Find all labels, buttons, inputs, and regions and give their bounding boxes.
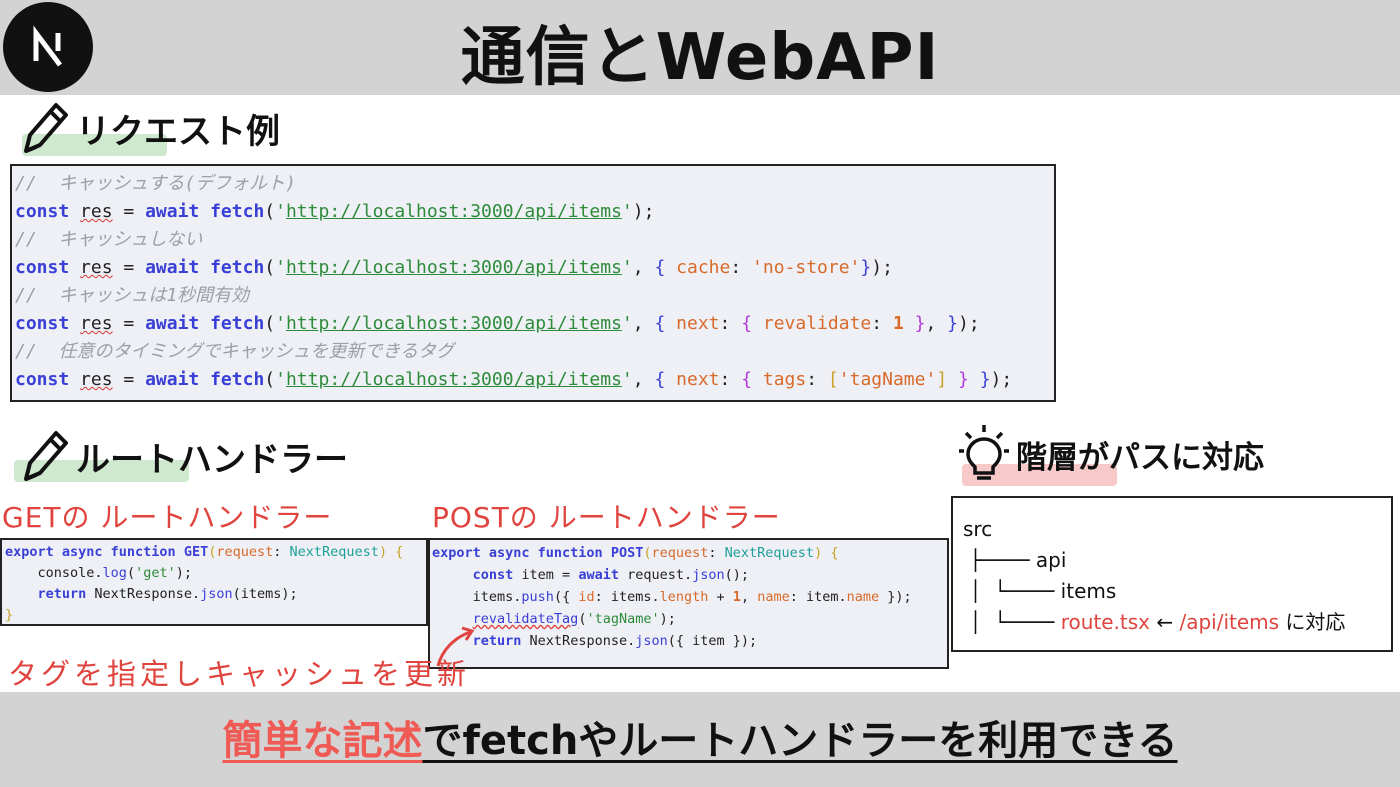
- arrow-left-icon: ←: [1149, 610, 1180, 634]
- api-path: /api/items: [1179, 610, 1280, 634]
- footer-rest: でfetchやルートハンドラーを利用できる: [422, 718, 1178, 764]
- code-line: items.push({ id: items.length + 1, name:…: [472, 589, 912, 605]
- header-bar: 通信とWebAPI: [0, 0, 1400, 95]
- page-title: 通信とWebAPI: [460, 21, 940, 95]
- pencil-icon: [24, 431, 68, 481]
- get-handler-label: GETの ルートハンドラー: [2, 501, 333, 534]
- footer-summary: 簡単な記述でfetchやルートハンドラーを利用できる: [0, 708, 1400, 766]
- code-line: export async function POST(request: Next…: [432, 545, 839, 561]
- n-logo-icon: [21, 20, 75, 74]
- code-comment: // キャッシュしない: [15, 229, 203, 250]
- code-comment: // 任意のタイミングでキャッシュを更新できるタグ: [15, 341, 454, 362]
- nextjs-logo: [3, 2, 93, 92]
- revalidate-note: タグを指定しキャッシュを更新: [8, 657, 471, 691]
- tree-item-items: │ └──── items: [963, 579, 1117, 603]
- code-line: const res = await fetch('http://localhos…: [15, 369, 1013, 390]
- request-section-heading: リクエスト例: [20, 96, 280, 160]
- route-file: route.tsx: [1060, 610, 1150, 634]
- tree-item-api: ├──── api: [963, 548, 1067, 572]
- pencil-icon: [24, 103, 68, 153]
- post-handler-label: POSTの ルートハンドラー: [432, 501, 781, 534]
- code-line: return NextResponse.json({ item });: [472, 633, 758, 649]
- path-section-title: 階層がパスに対応: [1016, 439, 1264, 476]
- heading-highlight: [962, 464, 1117, 486]
- lightbulb-icon: [959, 425, 1009, 480]
- request-section-title: リクエスト例: [76, 111, 280, 152]
- directory-tree: src ├──── api │ └──── items │ └──── rout…: [951, 496, 1393, 652]
- path-section-heading: 階層がパスに対応: [958, 420, 1264, 488]
- code-line: revalidateTag('tagName');: [472, 611, 676, 627]
- footer-emphasis: 簡単な記述: [222, 718, 423, 764]
- heading-highlight: [22, 134, 167, 156]
- code-comment: // キャッシュは1秒間有効: [15, 285, 250, 306]
- route-section-title: ルートハンドラー: [76, 439, 348, 480]
- code-line: const res = await fetch('http://localhos…: [15, 201, 655, 222]
- tree-item-route: │ └──── route.tsx ← /api/items に対応: [963, 610, 1346, 634]
- code-comment: // キャッシュする(デフォルト): [15, 173, 297, 194]
- code-line: export async function GET(request: NextR…: [5, 544, 404, 560]
- code-line: return NextResponse.json(items);: [37, 586, 298, 602]
- footer-bar: 簡単な記述でfetchやルートハンドラーを利用できる: [0, 692, 1400, 787]
- post-code-block: export async function POST(request: Next…: [428, 538, 949, 669]
- route-section-heading: ルートハンドラー: [14, 424, 348, 488]
- tree-root: src: [963, 517, 993, 541]
- code-line: const res = await fetch('http://localhos…: [15, 313, 980, 334]
- red-arrow-icon: [436, 626, 475, 667]
- heading-highlight: [14, 460, 189, 482]
- get-code-block: export async function GET(request: NextR…: [0, 538, 428, 626]
- request-code-block: // キャッシュする(デフォルト) const res = await fetch…: [10, 164, 1056, 402]
- code-line: const res = await fetch('http://localhos…: [15, 257, 893, 278]
- code-line: }: [5, 607, 14, 623]
- code-line: console.log('get');: [37, 565, 192, 581]
- code-line: const item = await request.json();: [472, 567, 750, 583]
